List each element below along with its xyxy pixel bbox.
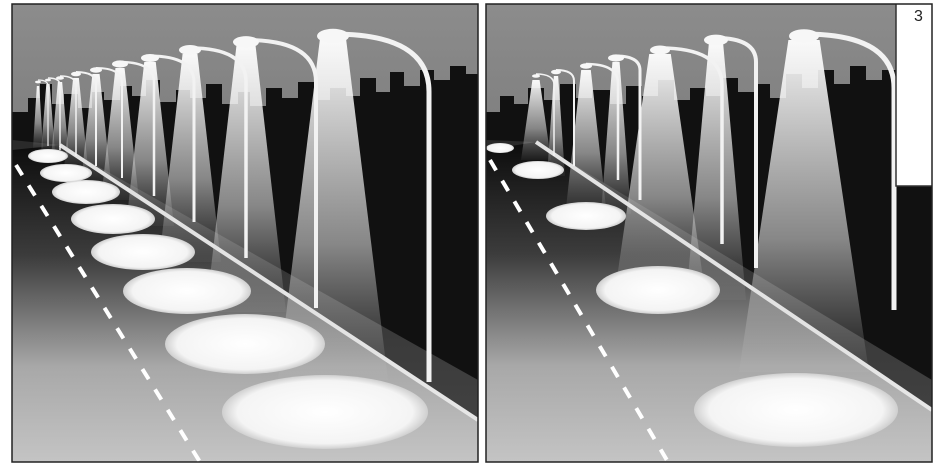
lamp-head <box>580 63 592 68</box>
lamp-head <box>45 79 51 82</box>
evenly-lit-panel <box>12 4 478 462</box>
light-pool <box>596 266 720 314</box>
light-pool <box>91 234 195 270</box>
corner-label-box <box>896 0 934 186</box>
light-pool <box>40 164 92 182</box>
light-pool <box>123 268 251 314</box>
light-pool <box>694 373 898 447</box>
unevenly-lit-panel <box>486 0 934 462</box>
light-pool <box>71 204 155 234</box>
light-pool <box>222 375 428 449</box>
lamp-head <box>141 54 159 62</box>
light-pool <box>28 149 68 163</box>
lamp-head <box>551 70 561 75</box>
lamp-head <box>35 81 41 84</box>
light-pool <box>52 180 120 204</box>
light-pool <box>486 143 514 153</box>
lamp-head <box>789 29 819 43</box>
light-pool <box>546 202 626 230</box>
light-pool <box>512 161 564 179</box>
light-pool <box>165 314 325 374</box>
lamp-head <box>317 29 349 43</box>
lamp-head <box>532 74 540 78</box>
lamp-head <box>179 45 201 55</box>
lamp-head <box>90 67 102 72</box>
lamp-head <box>233 36 259 48</box>
lamp-head <box>608 54 624 61</box>
lamp-head <box>650 46 670 55</box>
lamp-head <box>112 60 128 67</box>
lamp-head <box>71 72 81 77</box>
lamp-head <box>704 35 728 46</box>
corner-label: 3 <box>914 8 923 26</box>
